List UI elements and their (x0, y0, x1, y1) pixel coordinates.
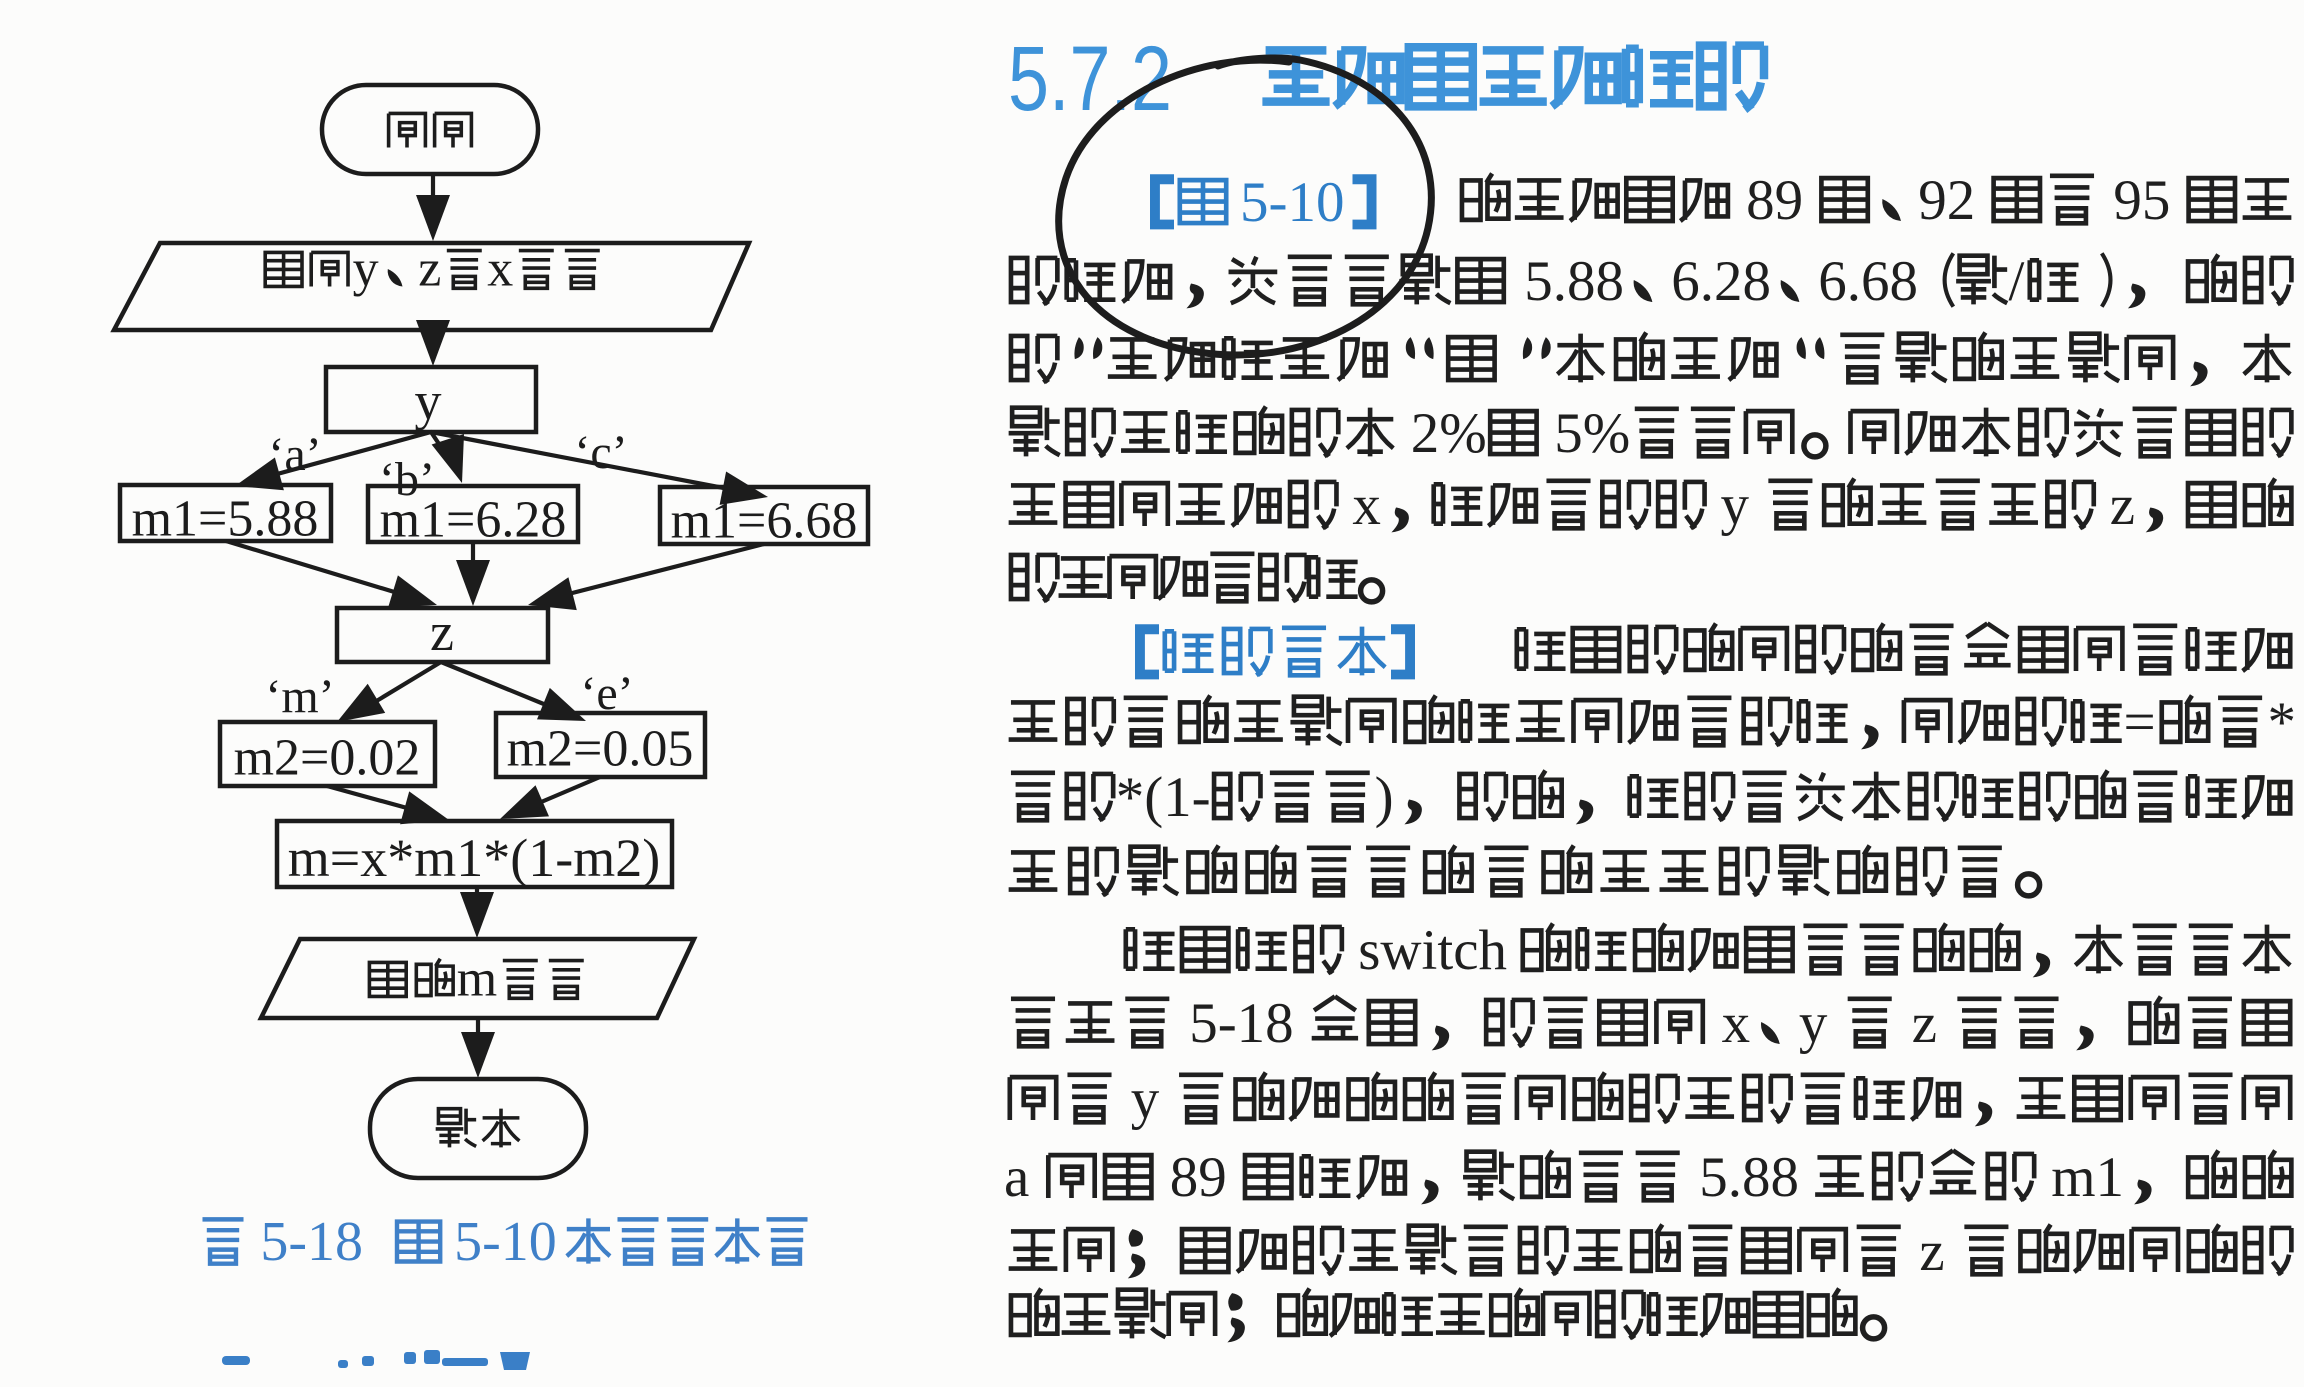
svg-text:z: z (430, 602, 454, 662)
svg-text:‘a’: ‘a’ (268, 428, 321, 481)
svg-text:y: y (1131, 1068, 1160, 1131)
svg-text:m1=5.88: m1=5.88 (132, 491, 319, 548)
svg-text:z: z (2110, 474, 2135, 537)
svg-text:5-18: 5-18 (1189, 992, 1293, 1055)
svg-text:z: z (1919, 1220, 1944, 1283)
svg-text:‘b’: ‘b’ (379, 453, 435, 506)
svg-text:=: = (2124, 691, 2156, 754)
svg-text:z: z (1912, 992, 1937, 1055)
svg-text:89: 89 (1170, 1146, 1227, 1209)
svg-text:‘m’: ‘m’ (265, 670, 334, 723)
svg-text:6.28: 6.28 (1671, 250, 1771, 313)
svg-text:m1=6.28: m1=6.28 (380, 492, 567, 549)
svg-text:‘c’: ‘c’ (574, 426, 627, 479)
svg-text:x: x (1722, 992, 1751, 1055)
svg-text:y: y (415, 371, 442, 431)
svg-text:y: y (353, 241, 379, 298)
svg-text:*(1-: *(1- (1116, 766, 1211, 829)
svg-text:*: * (2268, 691, 2297, 754)
svg-text:m1: m1 (2051, 1146, 2124, 1209)
svg-text:switch: switch (1358, 919, 1507, 982)
svg-text:m2=0.05: m2=0.05 (507, 721, 694, 778)
svg-text:m: m (457, 951, 497, 1008)
svg-text:5-10: 5-10 (1240, 171, 1344, 234)
svg-text:y: y (1799, 992, 1828, 1055)
svg-text:m=x*m1*(1-m2): m=x*m1*(1-m2) (288, 828, 660, 888)
svg-text:5.88: 5.88 (1699, 1146, 1799, 1209)
svg-text:m1=6.68: m1=6.68 (671, 493, 858, 550)
svg-text:z: z (418, 241, 441, 298)
svg-text:a: a (1004, 1146, 1029, 1209)
svg-text:5-10: 5-10 (454, 1211, 557, 1273)
svg-text:5-18: 5-18 (260, 1211, 363, 1273)
svg-text:m2=0.02: m2=0.02 (234, 730, 421, 787)
svg-text:89: 89 (1746, 169, 1803, 232)
svg-text:x: x (487, 241, 513, 298)
svg-text:6.68: 6.68 (1818, 250, 1918, 313)
svg-text:95: 95 (2113, 169, 2170, 232)
svg-text:/: / (2009, 250, 2025, 313)
svg-text:5%: 5% (1554, 402, 1630, 465)
svg-text:x: x (1352, 474, 1381, 537)
svg-text:y: y (1721, 474, 1750, 537)
svg-text:): ) (1375, 766, 1394, 829)
svg-text:2%: 2% (1411, 402, 1487, 465)
svg-text:5.7.2: 5.7.2 (1008, 28, 1172, 130)
svg-text:92: 92 (1918, 169, 1975, 232)
svg-text:5.88: 5.88 (1524, 250, 1624, 313)
